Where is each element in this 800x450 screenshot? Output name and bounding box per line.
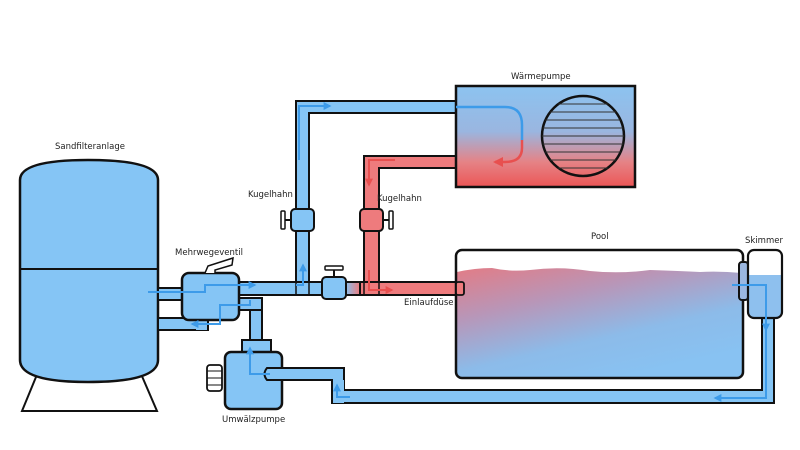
ball-valve-left[interactable] (280, 208, 315, 232)
label-heat-pump: Wärmepumpe (511, 72, 571, 82)
pool (454, 248, 745, 380)
label-ball-valve-right: Kugelhahn (377, 194, 422, 204)
label-ball-valve-left: Kugelhahn (248, 190, 293, 200)
label-skimmer: Skimmer (745, 236, 783, 246)
label-pool: Pool (591, 232, 609, 242)
heat-pump (454, 84, 637, 189)
ball-valve-right[interactable] (359, 208, 394, 232)
multiport-valve[interactable] (148, 256, 257, 328)
fan-grille-icon (540, 94, 626, 178)
skimmer (732, 248, 784, 332)
return-pipe (246, 316, 775, 404)
ball-valve-right-handle[interactable] (388, 210, 394, 230)
valve-handle[interactable] (324, 265, 344, 271)
filter-tank (18, 158, 160, 384)
label-sandfilter: Sandfilteranlage (55, 142, 125, 152)
circulation-pump[interactable] (206, 339, 284, 411)
bypass-valve[interactable] (321, 265, 347, 300)
label-inlet-nozzle: Einlaufdüse (404, 298, 454, 308)
sand-filter (18, 158, 160, 412)
multiport-valve-lever[interactable] (204, 256, 234, 274)
main-supply-pipe (237, 281, 457, 296)
label-multiport-valve: Mehrwegeventil (175, 248, 243, 258)
pool-water (457, 268, 742, 377)
label-pump: Umwälzpumpe (222, 415, 286, 425)
ball-valve-left-handle[interactable] (280, 210, 286, 230)
inlet-nozzle (455, 281, 465, 296)
